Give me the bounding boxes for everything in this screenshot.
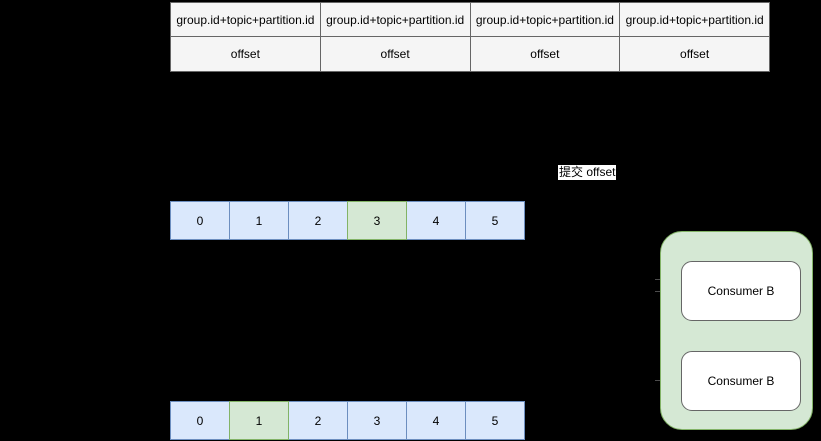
partition-cell-highlighted: 3 [347,201,407,240]
partition-cell: 5 [465,401,525,440]
partition-cell: 2 [288,201,348,240]
offsets-table-key-cell: group.id+topic+partition.id [469,2,621,37]
partition-cell: 3 [347,401,407,440]
partition-cell: 2 [288,401,348,440]
offsets-table-key-row: group.id+topic+partition.id group.id+top… [170,2,770,37]
offsets-table-key-cell: group.id+topic+partition.id [319,2,471,37]
offsets-table-value-cell: offset [319,36,471,72]
partition-cell: 0 [170,401,230,440]
offsets-table: group.id+topic+partition.id group.id+top… [170,2,770,72]
partition-cell-highlighted: 1 [229,401,289,440]
partition-cell: 5 [465,201,525,240]
consumer-box: Consumer B [681,261,801,321]
partition-cell: 4 [406,401,466,440]
partition-cell: 0 [170,201,230,240]
consumer-box: Consumer B [681,351,801,411]
offsets-table-value-cell: offset [469,36,621,72]
offsets-table-value-row: offset offset offset offset [170,36,770,72]
partition-cell: 1 [229,201,289,240]
partition-strip-bottom: 0 1 2 3 4 5 [170,401,525,440]
partition-strip-top: 0 1 2 3 4 5 [170,201,525,240]
offsets-table-value-cell: offset [619,36,770,72]
offsets-table-key-cell: group.id+topic+partition.id [619,2,770,37]
offsets-table-key-cell: group.id+topic+partition.id [170,2,321,37]
consumer-group-container: Consumer B Consumer B [660,231,813,430]
partition-cell: 4 [406,201,466,240]
commit-offset-label: 提交 offset [558,165,617,180]
offsets-table-value-cell: offset [170,36,321,72]
